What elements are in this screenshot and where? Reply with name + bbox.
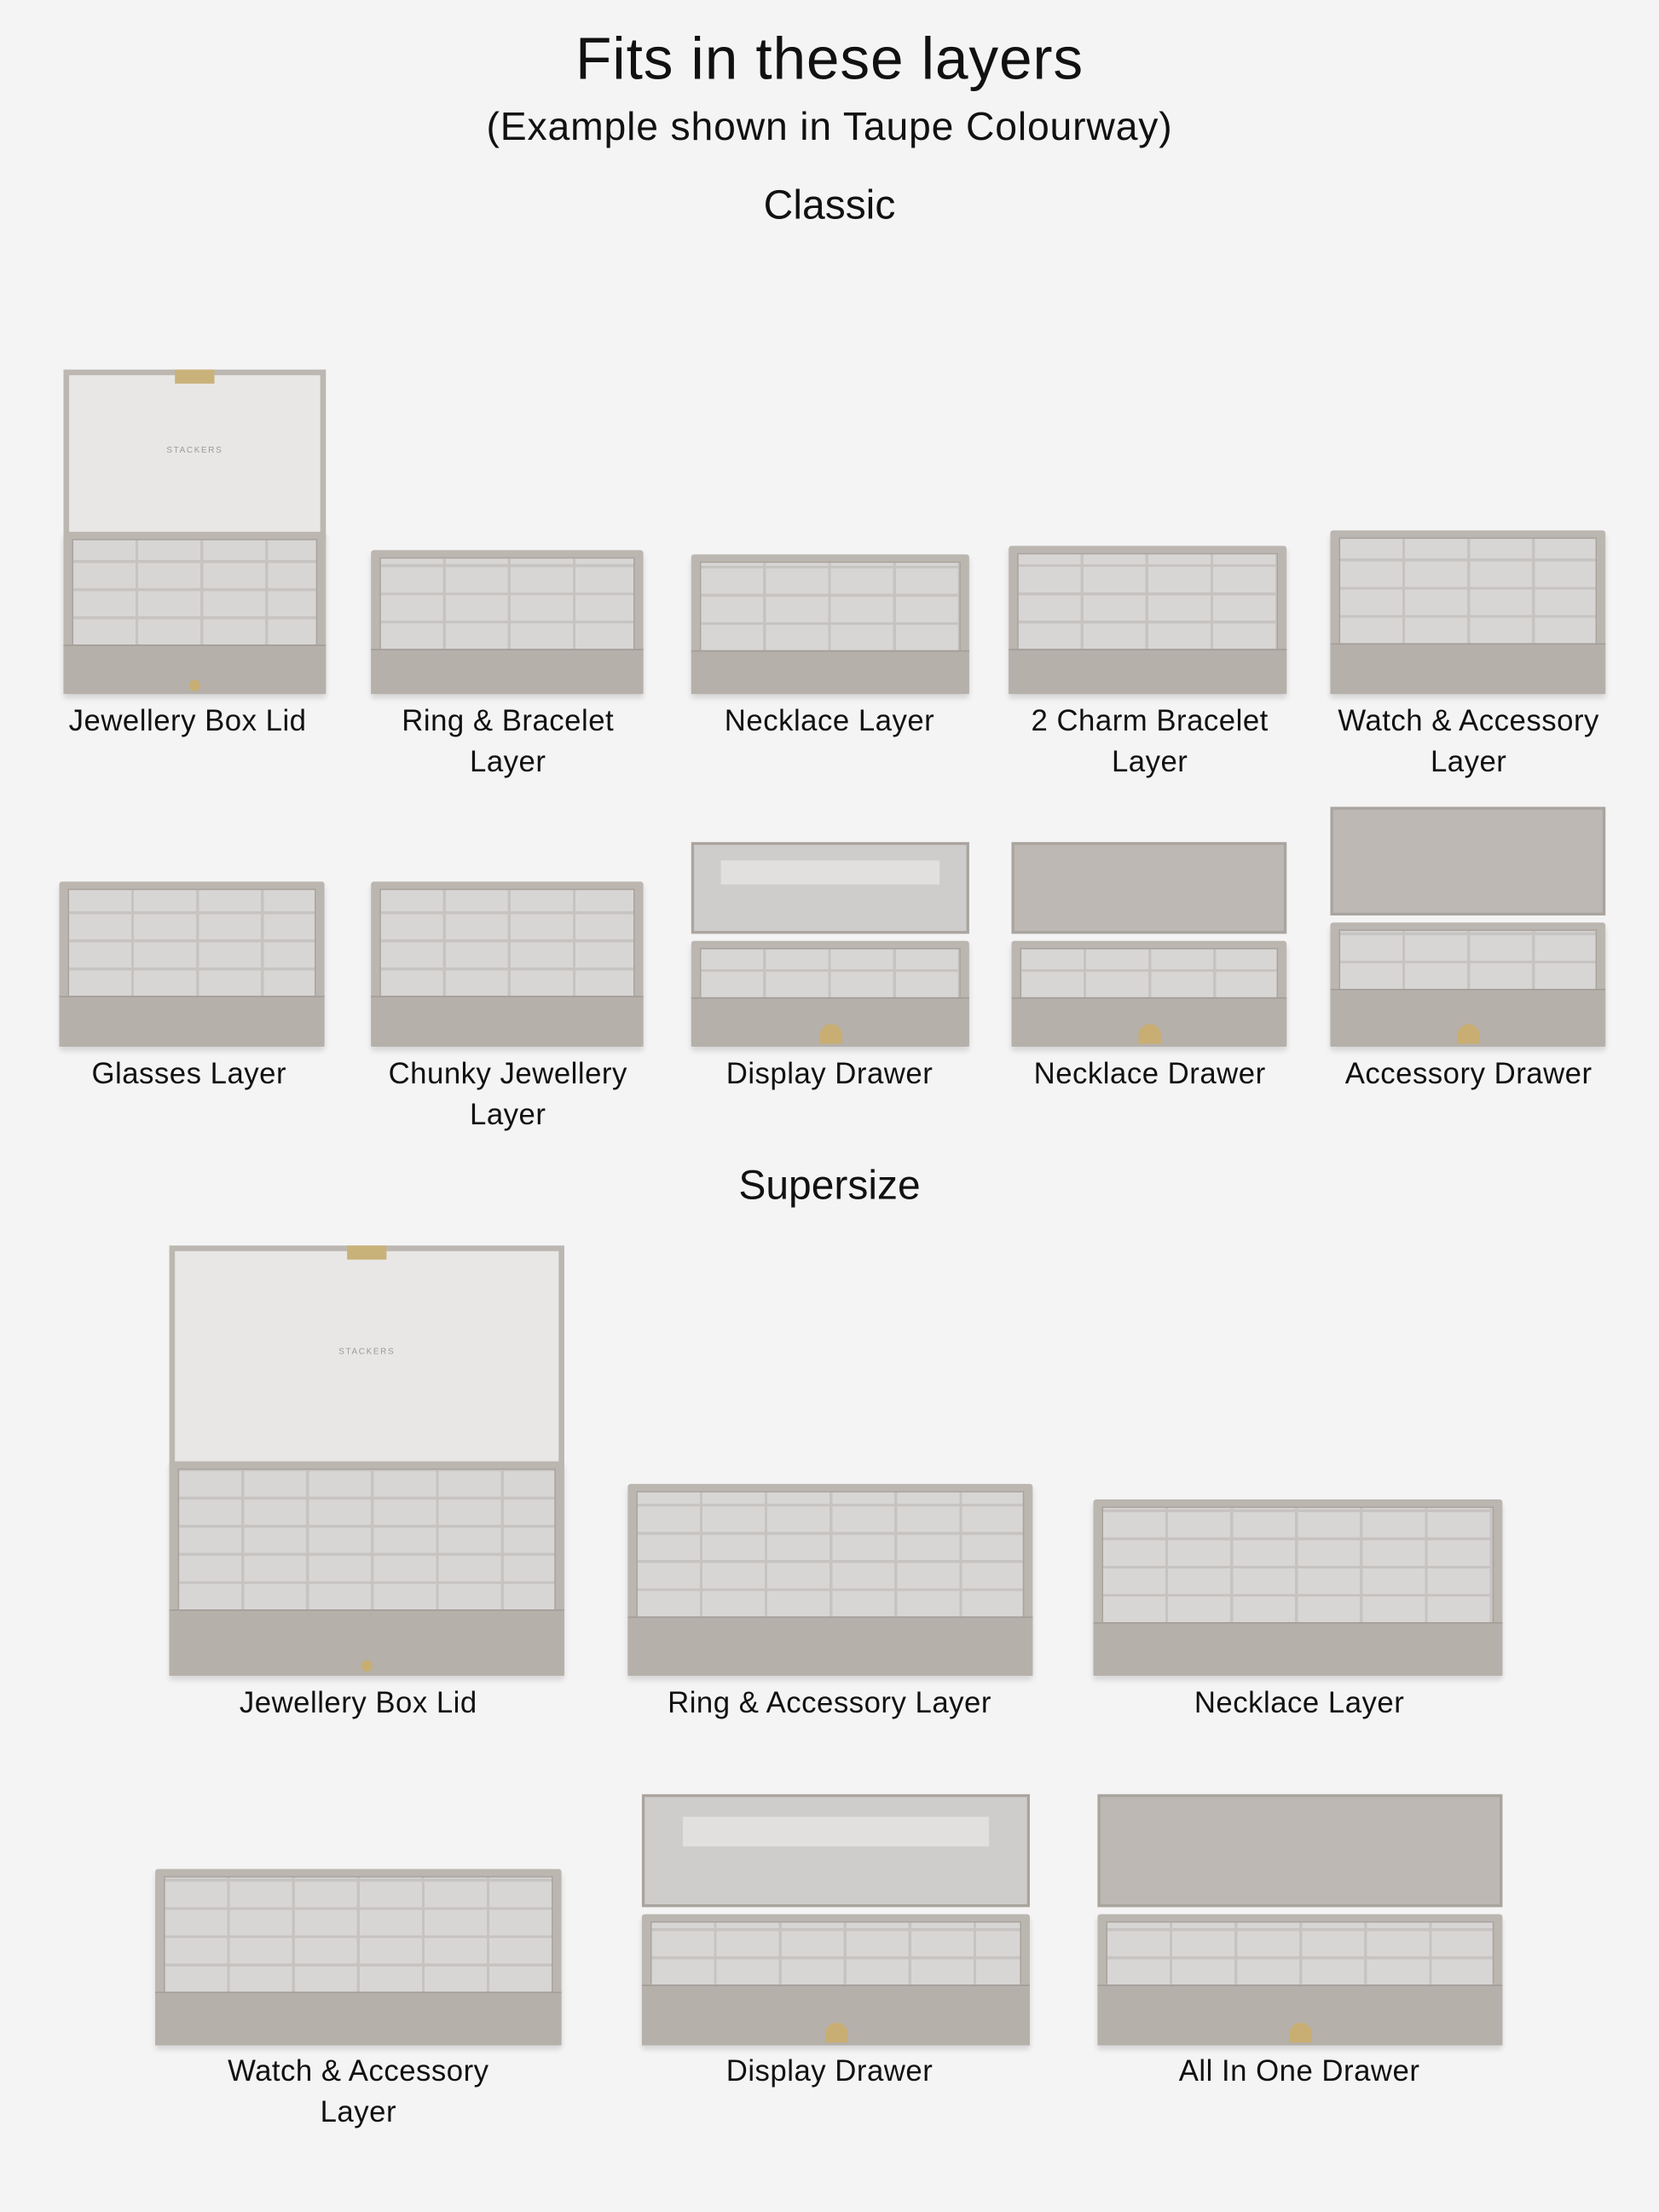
product-label: Ring & Bracelet Layer — [402, 705, 615, 779]
brand-mark: STACKERS — [338, 1349, 396, 1358]
product-label: Watch & Accessory Layer — [1338, 705, 1599, 779]
product-label: Chunky Jewellery Layer — [388, 1058, 627, 1132]
product-image-classic-chunky-jewellery-layer[interactable] — [371, 881, 644, 1047]
drawer-cover — [1330, 806, 1606, 915]
product-label: Display Drawer — [725, 2055, 934, 2088]
product-label: Glasses Layer — [91, 1058, 287, 1091]
product-image-supersize-ring-accessory-layer[interactable] — [627, 1483, 1033, 1676]
product-label: Display Drawer — [725, 1058, 934, 1091]
drawer-cover — [1011, 841, 1287, 934]
drawer — [691, 940, 969, 1047]
drawer — [641, 1915, 1031, 2046]
drawer-cover — [1097, 1793, 1503, 1908]
section-title-supersize: Supersize — [738, 1164, 921, 1210]
product-image-classic-necklace-layer[interactable] — [691, 554, 969, 695]
product-image-supersize-all-in-one-drawer[interactable] — [1097, 1793, 1503, 2046]
open-lid: STACKERS — [63, 369, 327, 539]
product-image-supersize-necklace-layer[interactable] — [1093, 1499, 1503, 1676]
clasp-icon — [347, 1245, 387, 1260]
product-label: Necklace Layer — [1194, 1687, 1405, 1720]
drawer-handle-icon — [824, 2022, 847, 2042]
product-image-classic-necklace-drawer[interactable] — [1011, 841, 1287, 1047]
product-image-supersize-display-drawer[interactable] — [641, 1793, 1031, 2046]
drawer — [1097, 1915, 1503, 2046]
product-image-classic-glasses-layer[interactable] — [59, 881, 325, 1047]
drawer-handle-icon — [818, 1024, 842, 1044]
tray — [1009, 546, 1287, 695]
tray — [691, 554, 969, 695]
drawer-cover — [691, 841, 969, 934]
drawer — [1011, 940, 1287, 1047]
product-label: All In One Drawer — [1178, 2055, 1420, 2088]
product-image-classic-2-charm-bracelet-layer[interactable] — [1009, 546, 1287, 695]
tray — [59, 881, 325, 1047]
product-image-classic-ring-bracelet-layer[interactable] — [371, 550, 644, 695]
brand-mark: STACKERS — [166, 448, 223, 457]
product-label: Necklace Layer — [724, 705, 935, 738]
tray — [1093, 1499, 1503, 1676]
tray — [371, 881, 644, 1047]
page-subtitle: (Example shown in Taupe Colourway) — [486, 104, 1173, 148]
product-label: Accessory Drawer — [1344, 1058, 1593, 1091]
product-label: Ring & Accessory Layer — [668, 1687, 991, 1720]
product-label: Jewellery Box Lid — [239, 1687, 477, 1720]
product-label: 2 Charm Bracelet Layer — [1031, 705, 1269, 779]
product-image-classic-accessory-drawer[interactable] — [1330, 806, 1606, 1047]
tray — [155, 1868, 562, 2046]
product-image-supersize-jewellery-box-lid[interactable]: STACKERS — [169, 1245, 564, 1676]
product-image-classic-display-drawer[interactable] — [691, 841, 969, 1047]
drawer-handle-icon — [1137, 1024, 1161, 1044]
clasp-icon — [175, 369, 215, 384]
product-label: Watch & Accessory Layer — [228, 2055, 489, 2129]
product-image-classic-watch-accessory-layer[interactable] — [1330, 530, 1606, 695]
product-label: Necklace Drawer — [1033, 1058, 1266, 1091]
drawer-handle-icon — [1456, 1023, 1480, 1043]
product-image-classic-jewellery-box-lid[interactable]: STACKERS — [63, 369, 327, 695]
tray — [1330, 530, 1606, 695]
open-lid: STACKERS — [169, 1245, 564, 1470]
product-label: Jewellery Box Lid — [68, 705, 307, 738]
drawer — [1330, 921, 1606, 1047]
product-image-supersize-watch-accessory-layer[interactable] — [155, 1868, 562, 2046]
drawer-cover — [641, 1793, 1031, 1908]
tray — [627, 1483, 1033, 1676]
tray — [371, 550, 644, 695]
drawer-handle-icon — [1288, 2022, 1312, 2042]
tray — [169, 1460, 564, 1676]
tray — [63, 531, 327, 695]
page-title: Fits in these layers — [575, 25, 1084, 92]
section-title-classic: Classic — [763, 183, 896, 229]
